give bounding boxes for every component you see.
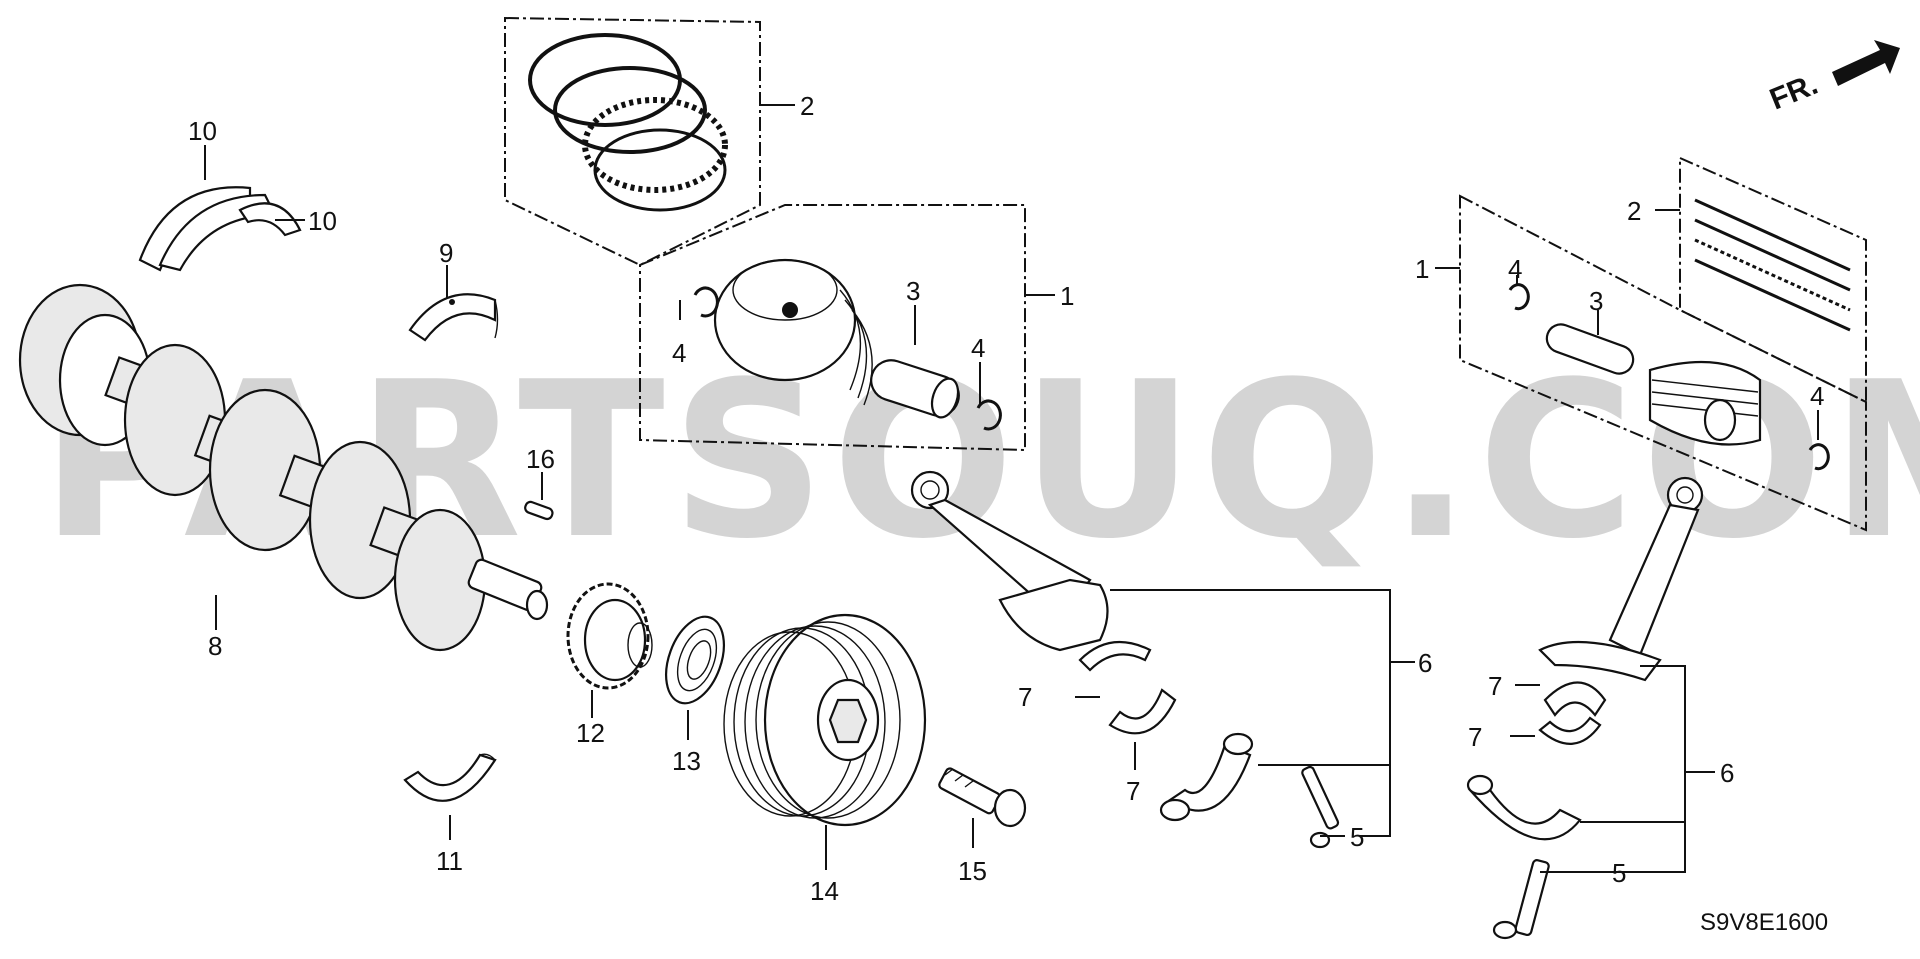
thrust-washer-pair	[138, 186, 302, 272]
callout-oil-seal: 13	[672, 746, 701, 776]
rod-bearing-lower-right	[1538, 716, 1602, 745]
piston-assembly-right	[1459, 194, 1867, 532]
upper-main-bearing	[408, 293, 499, 342]
callout-pulley-bolt: 15	[958, 856, 987, 886]
rod-bearing-upper-left	[1078, 640, 1152, 672]
rod-bolt-left	[1301, 765, 1340, 849]
piston-ring-set-left	[504, 16, 761, 267]
callout-bearing-a: 7	[1018, 682, 1032, 712]
callout-timing-sprocket: 12	[576, 718, 605, 748]
rod-cap-right	[1466, 774, 1582, 841]
callout-clip-d: 4	[1810, 381, 1824, 411]
callout-bearing-d: 7	[1468, 722, 1482, 752]
callout-bearing-c: 7	[1488, 671, 1502, 701]
callout-rod-left: 6	[1418, 648, 1432, 678]
diagram-code: S9V8E1600	[1700, 909, 1828, 936]
lower-main-bearing	[403, 753, 497, 802]
callout-bolt-right: 5	[1612, 858, 1626, 888]
callout-piston-left: 1	[1060, 281, 1074, 311]
callout-crankshaft: 8	[208, 631, 222, 661]
callout-pin-right: 3	[1589, 286, 1603, 316]
rod-bearing-lower-left	[1108, 688, 1177, 735]
callout-rings-right: 2	[1627, 196, 1641, 226]
timing-sprocket	[566, 582, 653, 690]
callout-clip-a: 4	[672, 338, 686, 368]
rod-cap-left	[1159, 732, 1254, 822]
oil-seal	[665, 615, 725, 705]
piston-assembly-left	[639, 204, 1026, 452]
front-direction-arrow	[1832, 40, 1900, 86]
callout-clip-c: 4	[1508, 254, 1522, 284]
crankshaft	[18, 283, 549, 652]
callout-rod-right: 6	[1720, 758, 1734, 788]
callout-thrust-washer-a: 10	[188, 116, 217, 146]
callout-piston-right: 1	[1415, 254, 1429, 284]
callout-upper-main-bearing: 9	[439, 238, 453, 268]
callout-bolt-left: 5	[1350, 822, 1364, 852]
piston-ring-set-right	[1679, 156, 1867, 404]
front-label: FR.	[1765, 68, 1822, 117]
callout-rings-left: 2	[800, 91, 814, 121]
callout-key: 16	[526, 444, 555, 474]
pulley-bolt	[938, 767, 1027, 828]
callout-clip-b: 4	[971, 333, 985, 363]
rod-bolt-right	[1492, 859, 1550, 940]
connecting-rod-right	[1538, 476, 1704, 682]
crankshaft-pulley	[723, 613, 927, 827]
callout-lower-main-bearing: 11	[436, 846, 463, 876]
callout-thrust-washer-b: 10	[308, 206, 337, 236]
connecting-rod-left	[910, 470, 1109, 652]
rod-bearing-upper-right	[1543, 681, 1607, 717]
callout-pulley: 14	[810, 876, 839, 906]
woodruff-key	[524, 500, 554, 521]
callout-bearing-b: 7	[1126, 776, 1140, 806]
callout-pin-left: 3	[906, 276, 920, 306]
